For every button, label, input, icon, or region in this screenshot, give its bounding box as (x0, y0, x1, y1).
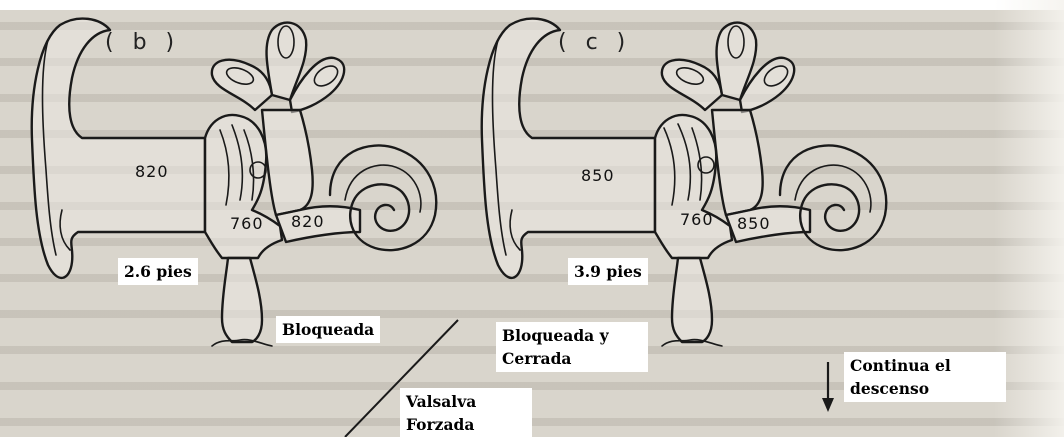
outer-ear-pressure-b: 820 (135, 162, 169, 181)
cochlea-c (780, 145, 886, 250)
inner-ear-pressure-c: 850 (737, 214, 771, 233)
tube-state-c: Bloqueada y Cerrada (496, 322, 648, 372)
semicircular-canals-b (212, 23, 344, 112)
inner-ear-pressure-b: 820 (291, 212, 325, 231)
cochlea-b (330, 145, 436, 250)
ear-drawing-c (482, 19, 886, 346)
panel-label-c: ( c ) (558, 30, 631, 55)
continue-descent-label: Continua el descenso (844, 352, 1006, 402)
depth-label-b: 2.6 pies (118, 258, 198, 285)
pinna-c (482, 19, 655, 278)
semicircular-canals-c (662, 23, 794, 112)
valsalva-label: Valsalva Forzada (400, 388, 532, 437)
tube-state-b: Bloqueada (276, 316, 380, 343)
ear-drawing-b (32, 19, 436, 346)
middle-ear-pressure-b: 760 (230, 214, 264, 233)
eustachian-tube-b (222, 258, 262, 342)
depth-label-c: 3.9 pies (568, 258, 648, 285)
down-arrow-icon (822, 362, 834, 412)
eustachian-tube-c (672, 258, 712, 342)
middle-ear-pressure-c: 760 (680, 210, 714, 229)
panel-label-b: ( b ) (105, 30, 180, 55)
pinna-b (32, 19, 205, 278)
outer-ear-pressure-c: 850 (581, 166, 615, 185)
